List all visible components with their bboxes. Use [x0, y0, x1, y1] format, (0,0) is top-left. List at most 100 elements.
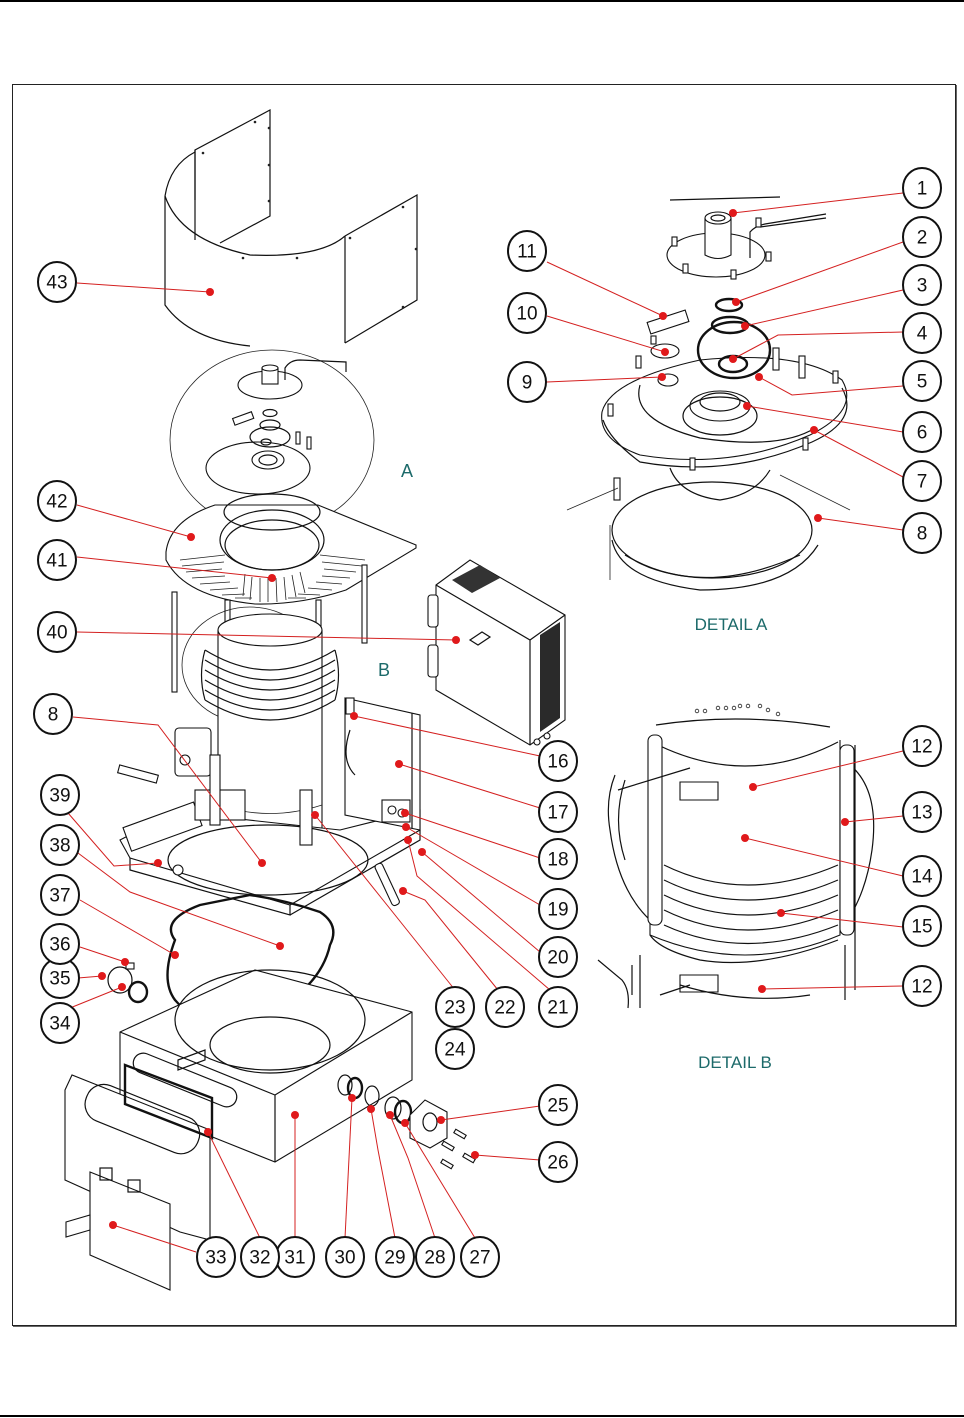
callout-circle — [538, 986, 578, 1028]
callout-c39: 39 — [40, 774, 80, 816]
leader-line-c20 — [421, 851, 541, 953]
leader-dot-c7 — [810, 426, 818, 434]
leader-dot-c15 — [777, 909, 785, 917]
callout-circle — [538, 791, 578, 833]
detail-b-caption: DETAIL B — [698, 1053, 772, 1072]
callout-number: 27 — [469, 1248, 490, 1269]
part-gasket-37 — [166, 893, 335, 1023]
leader-dot-c20 — [418, 848, 426, 856]
callout-circle — [538, 936, 578, 978]
callout-c34: 34 — [40, 1002, 80, 1044]
callout-c32: 32 — [240, 1236, 280, 1278]
callout-c1: 1 — [902, 167, 942, 209]
leader-line-c13 — [844, 815, 904, 823]
part-top-plate-42 — [165, 493, 417, 605]
leader-dot-c21 — [404, 836, 412, 844]
detail-b-marker: B — [378, 660, 390, 680]
callout-c22: 22 — [485, 986, 525, 1028]
part-clamp-35 — [107, 962, 149, 1004]
leader-line-c7 — [813, 429, 904, 478]
leader-dot-c38 — [276, 942, 284, 950]
leader-line-c4 — [732, 331, 904, 360]
callout-c6: 6 — [902, 411, 942, 453]
leader-dot-c39 — [154, 859, 162, 867]
callout-c8a: 8 — [902, 512, 942, 554]
leader-line-c33 — [112, 1224, 197, 1253]
callout-c13: 13 — [902, 791, 942, 833]
callout-c14: 14 — [902, 855, 942, 897]
callout-circle — [460, 1236, 500, 1278]
callout-number: 25 — [547, 1096, 568, 1117]
callout-circle — [507, 292, 547, 334]
callout-number: 4 — [917, 324, 928, 345]
leader-dot-c3 — [741, 322, 749, 330]
leader-dot-c5 — [755, 373, 763, 381]
leader-dot-c42 — [187, 533, 195, 541]
callout-c29: 29 — [375, 1236, 415, 1278]
callout-number: 12 — [911, 737, 932, 758]
callout-number: 16 — [547, 752, 568, 773]
callout-circle — [538, 838, 578, 880]
leader-line-c28 — [389, 1114, 436, 1239]
callout-circle — [37, 611, 77, 653]
callout-c16: 16 — [538, 740, 578, 782]
callout-c4: 4 — [902, 312, 942, 354]
callout-number: 12 — [911, 977, 932, 998]
leader-line-c12b — [761, 985, 904, 990]
detail-a-marker: A — [401, 461, 413, 481]
leader-dot-c26 — [471, 1151, 479, 1159]
callout-number: 1 — [917, 179, 928, 200]
callout-c25: 25 — [538, 1084, 578, 1126]
leader-line-c37 — [79, 899, 176, 956]
callout-circle — [902, 411, 942, 453]
callout-c15: 15 — [902, 905, 942, 947]
leader-dot-c17 — [395, 760, 403, 768]
leader-dot-c2 — [732, 298, 740, 306]
callout-number: 38 — [49, 836, 70, 857]
callout-circle — [485, 986, 525, 1028]
callout-number: 30 — [334, 1248, 355, 1269]
callout-circle — [902, 264, 942, 306]
callout-circle — [40, 923, 80, 965]
leader-line-c14 — [744, 837, 904, 877]
callout-number: 34 — [49, 1014, 71, 1035]
callout-circle — [902, 965, 942, 1007]
callout-number: 23 — [444, 998, 465, 1019]
callout-c43: 43 — [37, 261, 77, 303]
leader-line-c9 — [546, 376, 663, 383]
callout-number: 20 — [547, 948, 568, 969]
callout-circle — [33, 693, 73, 735]
leader-dot-c43 — [206, 288, 214, 296]
leader-line-c18 — [404, 812, 541, 859]
leader-line-c35 — [77, 975, 103, 979]
callout-circle — [902, 167, 942, 209]
callout-circle — [240, 1236, 280, 1278]
leader-dot-c10 — [661, 348, 669, 356]
leader-dot-c19 — [402, 823, 410, 831]
leader-dot-c13 — [841, 818, 849, 826]
leader-line-c15 — [780, 912, 904, 928]
leader-dot-c4 — [729, 355, 737, 363]
callout-circle — [507, 230, 547, 272]
leader-line-c17 — [398, 763, 541, 809]
leader-dot-c27 — [401, 1119, 409, 1127]
leader-dot-c12b — [758, 985, 766, 993]
callout-c12b: 12 — [902, 965, 942, 1007]
callout-circle — [375, 1236, 415, 1278]
callout-c12a: 12 — [902, 725, 942, 767]
leader-line-c8b — [72, 716, 263, 864]
leader-line-c38 — [77, 852, 281, 947]
leader-dot-c11 — [659, 312, 667, 320]
leader-line-c5 — [758, 376, 904, 396]
leader-dot-c8a — [814, 514, 822, 522]
callout-circle — [325, 1236, 365, 1278]
callout-number: 11 — [517, 242, 537, 263]
drawing-frame — [12, 84, 956, 1326]
leader-line-c11 — [546, 261, 664, 317]
callout-number: 6 — [917, 423, 928, 444]
page-top-rule — [0, 0, 964, 2]
callout-circle — [40, 1002, 80, 1044]
leader-lines — [67, 192, 904, 1253]
leader-line-c19 — [405, 826, 541, 906]
